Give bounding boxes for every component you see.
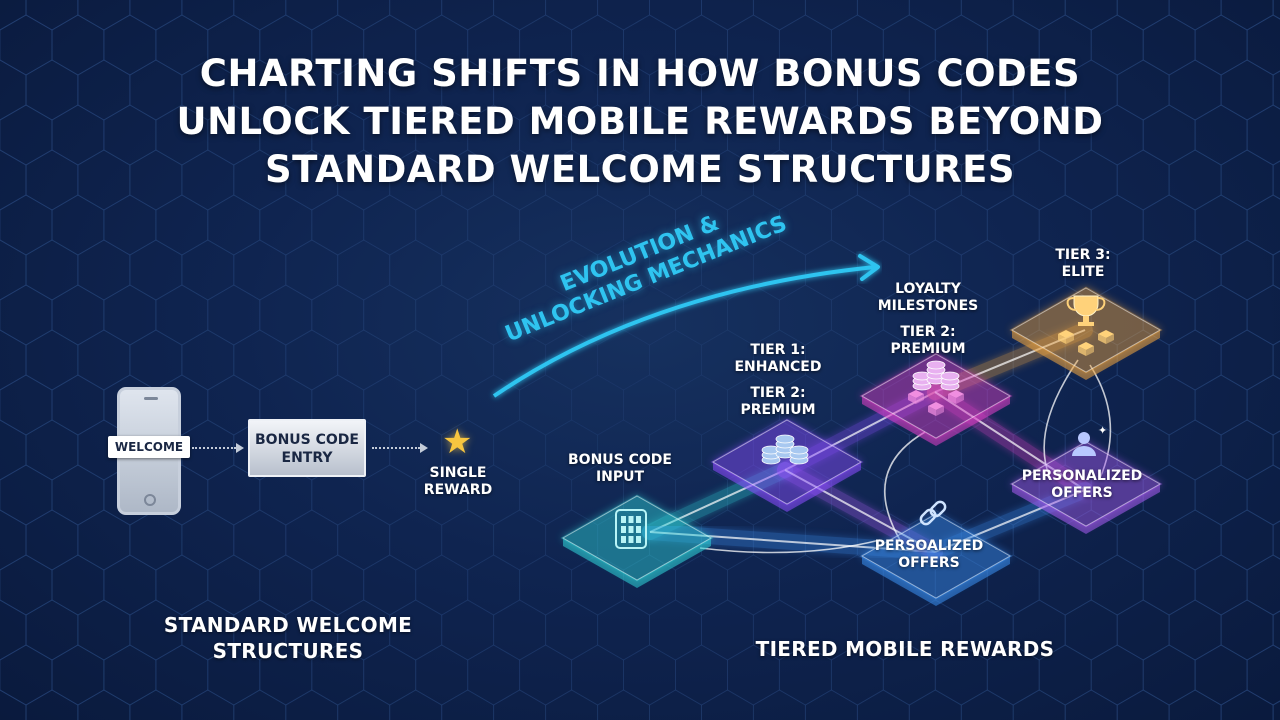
tiered-mobile-rewards-label: TIERED MOBILE REWARDS (755, 637, 1055, 661)
svg-text:✦: ✦ (1098, 424, 1107, 437)
arrow-icon (420, 443, 428, 453)
tier2-label: TIER 2: PREMIUM (740, 385, 816, 418)
tier2-premium-label: TIER 2: PREMIUM (890, 324, 966, 357)
user-icon: ✦ (1072, 424, 1107, 456)
trophy-icon (1066, 295, 1106, 326)
platform-tier3 (1009, 286, 1163, 380)
personalized-offers-label: PERSONALIZED OFFERS (1021, 468, 1143, 501)
dotted-connector (372, 447, 420, 449)
page-title: CHARTING SHIFTS IN HOW BONUS CODES UNLOC… (176, 52, 1104, 191)
flow-curve (699, 539, 881, 554)
star-icon: ★ (442, 422, 473, 462)
platform-tier1 (710, 418, 864, 512)
coin-stack-icon (761, 434, 809, 465)
standard-welcome-label: STANDARD WELCOME STRUCTURES (163, 613, 413, 663)
loyalty-milestones-label: LOYALTY MILESTONES (877, 281, 979, 314)
platform-persoalized (859, 512, 1013, 606)
flow-curve (884, 431, 926, 541)
welcome-tag: WELCOME (108, 436, 190, 458)
link-icon (919, 500, 947, 526)
tier3-elite-label: TIER 3: ELITE (1055, 247, 1111, 280)
bonus-code-entry-box: BONUS CODE ENTRY (248, 419, 366, 477)
coin-stack-icon (912, 360, 960, 391)
bonus-code-input-label: BONUS CODE INPUT (568, 452, 672, 485)
platform-tier2 (859, 352, 1013, 446)
cube-icon (1058, 330, 1114, 356)
platform-personalized (1009, 440, 1163, 534)
arrow-icon (236, 443, 244, 453)
cube-icon (908, 390, 964, 416)
keypad-icon (615, 509, 647, 549)
persoalized-offers-label: PERSOALIZED OFFERS (874, 538, 984, 571)
tier1-label: TIER 1: ENHANCED (734, 342, 822, 375)
dotted-connector (192, 447, 236, 449)
single-reward-label: SINGLE REWARD (423, 465, 493, 498)
